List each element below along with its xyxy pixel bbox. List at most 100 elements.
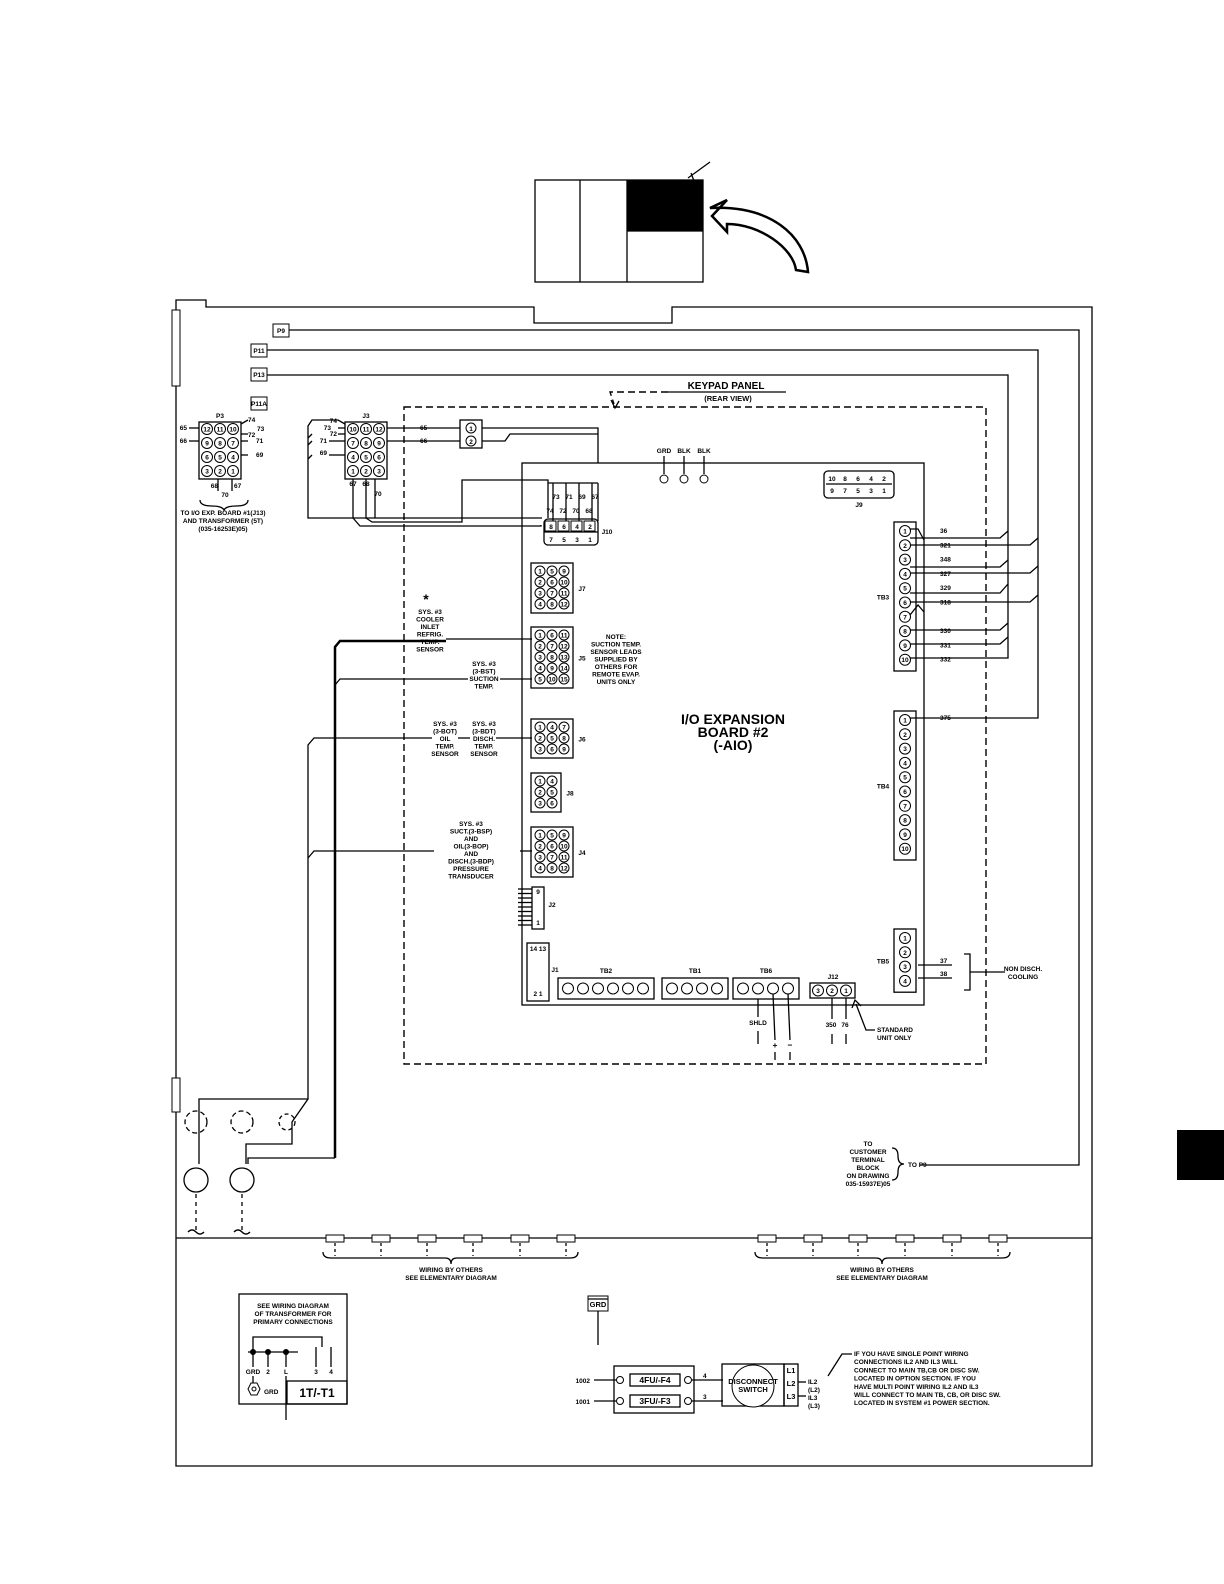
p3-pin: [201, 437, 213, 449]
tb2-label: TB2: [600, 968, 613, 975]
p3-pin: [214, 423, 226, 435]
conduit-knockouts: [183, 1110, 296, 1235]
j6-label: J6: [578, 737, 586, 744]
svg-text:J1: J1: [551, 967, 559, 974]
customer-terminal-note: TO CUSTOMER TERMINAL BLOCK ON DRAWING 03…: [846, 1141, 927, 1188]
field-terminal: [417, 1234, 437, 1243]
j7-pin-label: 5: [550, 569, 554, 576]
j3-wire: 68: [362, 481, 370, 488]
power-note: WILL CONNECT TO MAIN TB, CB, OR DISC SW.: [854, 1392, 1001, 1399]
tb3-wire: 329: [940, 585, 951, 592]
tb4-pin-label: 5: [903, 775, 907, 782]
tb4-pin: [899, 814, 911, 827]
j7-pin-label: 10: [560, 580, 568, 587]
tb1-terminal: [666, 982, 678, 995]
j4-pin: [546, 851, 558, 863]
svg-text:035-15937E)05: 035-15937E)05: [846, 1181, 891, 1188]
j4-pin: [558, 862, 570, 874]
j9-pin: 6: [856, 476, 860, 483]
power-note: CONNECT TO MAIN TB,CB OR DISC SW.: [854, 1367, 980, 1374]
p3-wire: 69: [256, 452, 264, 459]
tb2-terminal: [577, 982, 589, 995]
field-terminal: [463, 1234, 483, 1243]
tb5-pin-label: 2: [903, 950, 907, 957]
svg-text:4: 4: [703, 1373, 707, 1380]
suction-note: UNITS ONLY: [597, 679, 636, 686]
j4-pin-label: 7: [550, 855, 554, 862]
pressure-transducer-label: AND: [464, 836, 478, 843]
j8-pin-label: 6: [550, 801, 554, 808]
suction-sensor-label: TEMP.: [474, 684, 493, 691]
svg-text:3: 3: [314, 1369, 318, 1376]
wiring-by-others-label: WIRING BY OTHERS: [419, 1267, 483, 1274]
p3-pin-label: 5: [218, 455, 222, 462]
j8-pin: [546, 797, 558, 809]
j4-pin: [546, 840, 558, 852]
j7-pin-label: 6: [550, 580, 554, 587]
p3-pin: [201, 465, 213, 477]
tb3-pin-label: 3: [903, 557, 907, 564]
tb3-pin: [899, 596, 911, 609]
tb3-pin-label: 4: [903, 571, 907, 578]
j9-pin: 1: [882, 488, 886, 495]
tb3-pin-label: 9: [903, 643, 907, 650]
j5-pin: [546, 662, 558, 674]
tb2-terminal: [607, 982, 619, 995]
j3-pin-label: 4: [351, 455, 355, 462]
power-note: CONNECTIONS IL2 AND IL3 WILL: [854, 1359, 958, 1366]
j7-pin-label: 9: [562, 569, 566, 576]
field-terminal: [803, 1234, 823, 1243]
j3-pin-label: 7: [351, 441, 355, 448]
oil-sensor-label: SYS. #3: [433, 721, 457, 728]
svg-text:14 13: 14 13: [530, 946, 547, 953]
j5-pin: [534, 673, 546, 685]
svg-text:76: 76: [841, 1022, 849, 1029]
j10-pin: 7: [549, 537, 553, 544]
location-key: [534, 161, 810, 283]
j3-pin: [347, 465, 359, 477]
j5-pin-label: 15: [560, 677, 568, 684]
j7-pin-label: 8: [550, 602, 554, 609]
j10-wire: 71: [565, 494, 573, 501]
j10-wire: 70: [572, 508, 580, 515]
svg-text:J12: J12: [828, 974, 839, 981]
plug-p11a: P11A: [251, 401, 267, 408]
p3-pin: [227, 451, 239, 463]
tb4-pin: [899, 714, 911, 726]
j10-pin: 4: [575, 524, 579, 531]
j6-pin: [534, 732, 546, 744]
tb3-pin-label: 7: [903, 614, 907, 621]
tb3-pin-label: 2: [903, 543, 907, 550]
j4-pin: [558, 840, 570, 852]
tb4-pin-label: 7: [903, 803, 907, 810]
j7-pin: [534, 587, 546, 599]
j3-pin-label: 9: [377, 441, 381, 448]
p3-pin: [227, 423, 239, 435]
transformer-name: 1T/-T1: [299, 1386, 335, 1400]
field-terminal: [895, 1234, 915, 1243]
j3-pin: [373, 451, 385, 463]
svg-text:3: 3: [703, 1394, 707, 1401]
j12-pin: [812, 984, 824, 997]
suction-sensor-label: (3-BST): [472, 669, 495, 676]
tb3-wire: 332: [940, 657, 951, 664]
j4-pin: [534, 840, 546, 852]
tb1-terminal: [696, 982, 708, 995]
j7-pin-label: 4: [538, 602, 542, 609]
svg-text:37: 37: [940, 958, 948, 965]
j9-pin: 7: [843, 488, 847, 495]
j4-pin-label: 1: [538, 833, 542, 840]
suction-sensor-label: SUCTION: [469, 676, 499, 683]
j3-pin: [360, 437, 372, 449]
j5-pin: [534, 662, 546, 674]
tb5-pin: [899, 946, 911, 959]
keypad-panel: KEYPAD PANEL (REAR VIEW): [403, 381, 987, 1065]
non-discharge-cooling: 37 38 NON DISCH. COOLING: [918, 953, 1042, 991]
p3-wire: 66: [180, 438, 188, 445]
tb1-terminal: [711, 982, 723, 995]
suction-note: SUCTION TEMP.: [591, 642, 641, 649]
